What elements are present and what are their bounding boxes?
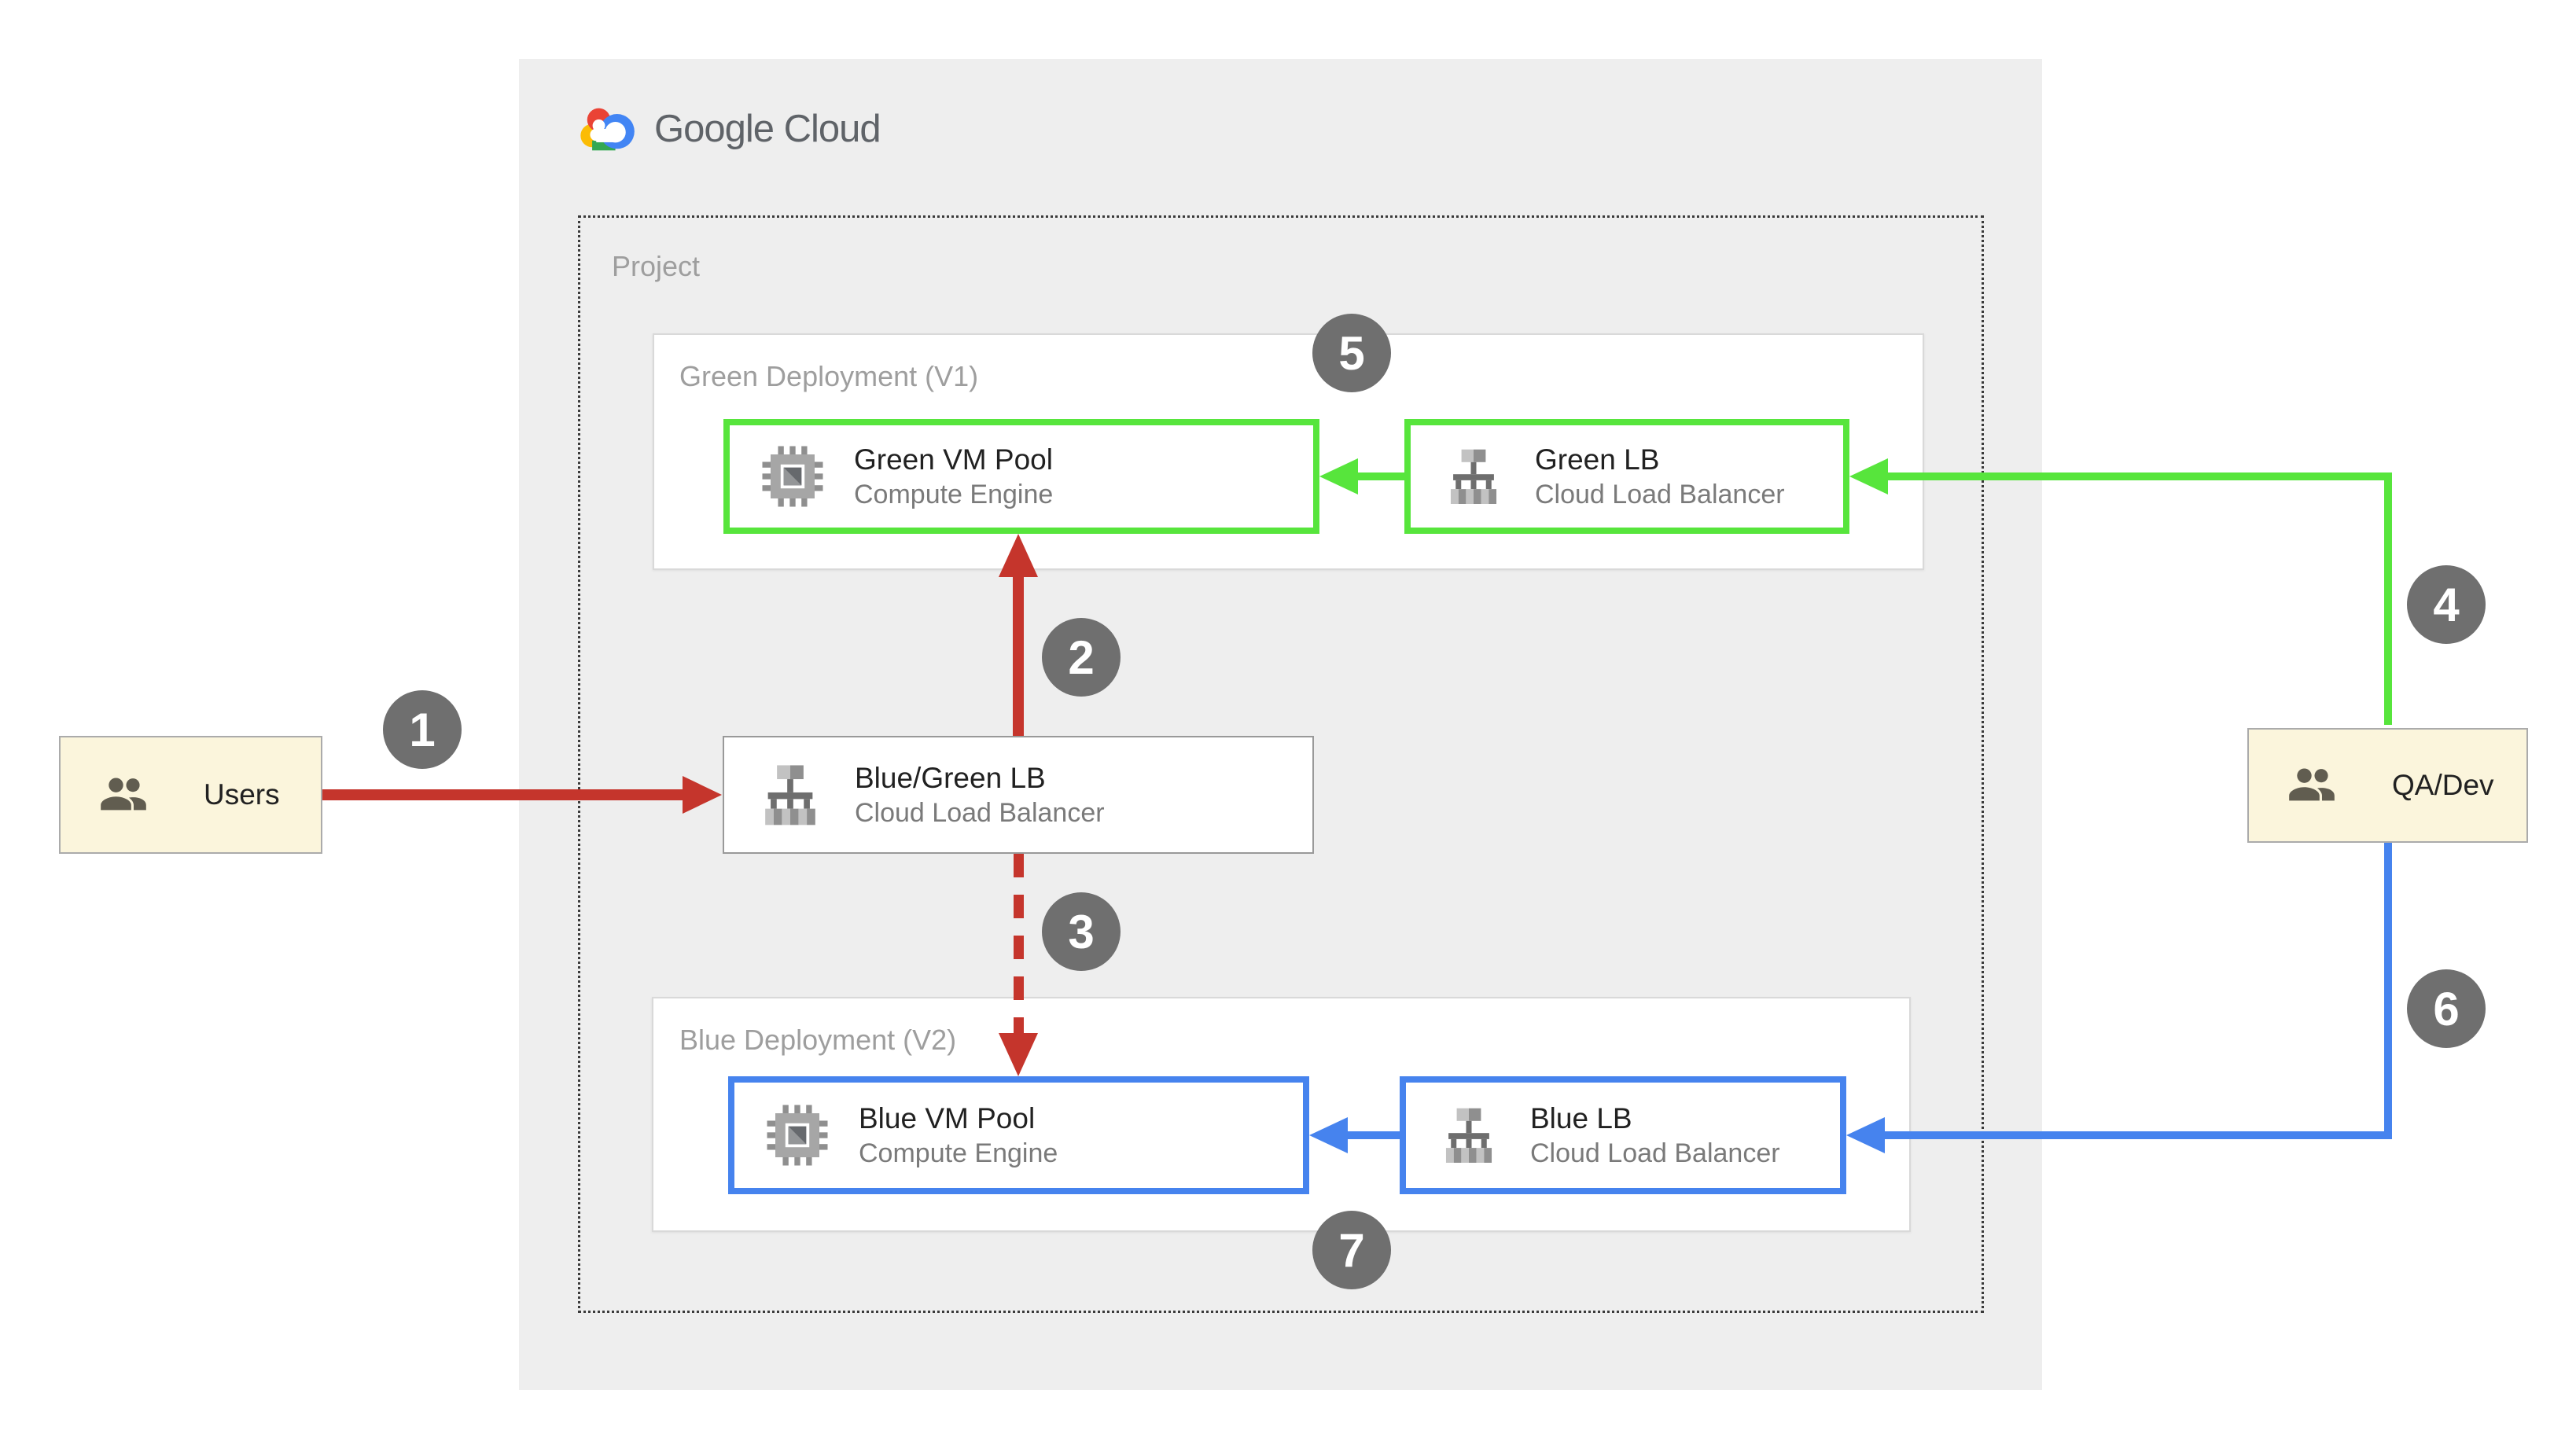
step-badge-1: 1 <box>383 690 462 769</box>
arrow-qadev-to-blue-lb-head <box>1846 1117 1885 1153</box>
blue-deployment-label: Blue Deployment (V2) <box>679 1024 957 1056</box>
arrow-green-lb-to-green-vm-line <box>1356 472 1404 480</box>
google-cloud-cloud-icon <box>576 104 637 154</box>
step-badge-7: 7 <box>1312 1211 1391 1289</box>
green-vm-pool-node: Green VM Pool Compute Engine <box>723 419 1319 534</box>
green-vm-pool-title: Green VM Pool <box>854 443 1053 476</box>
arrow-router-to-green-vm-line <box>1013 574 1024 736</box>
users-label: Users <box>204 778 280 811</box>
arrow-qadev-to-green-lb-horizontal <box>1886 472 2392 480</box>
step-badge-5: 5 <box>1312 314 1391 392</box>
green-vm-pool-subtitle: Compute Engine <box>854 479 1054 509</box>
step-badge-4: 4 <box>2407 565 2486 644</box>
arrow-router-to-blue-vm-line <box>1014 854 1024 1036</box>
qa-dev-actor-box: QA/Dev <box>2247 728 2528 843</box>
project-boundary <box>578 215 1984 1313</box>
blue-green-lb-subtitle: Cloud Load Balancer <box>855 797 1105 828</box>
green-lb-title: Green LB <box>1535 443 1660 476</box>
google-cloud-wordmark: Google Cloud <box>654 108 881 150</box>
arrow-router-to-blue-vm-head <box>999 1033 1038 1076</box>
arrow-qadev-to-green-lb-head <box>1849 458 1888 495</box>
blue-vm-pool-title: Blue VM Pool <box>859 1101 1036 1134</box>
arrow-blue-lb-to-blue-vm-line <box>1347 1131 1400 1139</box>
blue-vm-pool-node: Blue VM Pool Compute Engine <box>728 1076 1309 1194</box>
load-balancer-icon <box>754 759 826 831</box>
arrow-users-to-router-line <box>322 789 686 800</box>
load-balancer-icon <box>1441 443 1507 509</box>
compute-engine-icon <box>764 1102 830 1168</box>
project-label: Project <box>612 250 701 282</box>
google-cloud-logo: Google Cloud <box>576 104 881 154</box>
blue-vm-pool-subtitle: Compute Engine <box>859 1138 1058 1168</box>
blue-lb-node: Blue LB Cloud Load Balancer <box>1400 1076 1846 1194</box>
load-balancer-icon <box>1436 1102 1502 1168</box>
blue-lb-subtitle: Cloud Load Balancer <box>1530 1138 1780 1168</box>
arrow-qadev-to-green-lb-vertical <box>2384 472 2392 725</box>
people-icon <box>2282 756 2342 815</box>
arrow-qadev-to-blue-lb-horizontal <box>1884 1131 2392 1139</box>
step-badge-6: 6 <box>2407 969 2486 1048</box>
green-lb-subtitle: Cloud Load Balancer <box>1535 479 1785 509</box>
arrow-green-lb-to-green-vm-head <box>1319 458 1358 495</box>
qa-dev-label: QA/Dev <box>2392 769 2494 801</box>
green-deployment-label: Green Deployment (V1) <box>679 360 979 392</box>
green-lb-node: Green LB Cloud Load Balancer <box>1404 419 1849 534</box>
arrow-blue-lb-to-blue-vm-head <box>1309 1117 1348 1153</box>
blue-lb-title: Blue LB <box>1530 1101 1632 1134</box>
arrow-users-to-router-head <box>683 776 722 814</box>
step-badge-2: 2 <box>1042 618 1121 697</box>
blue-green-lb-title: Blue/Green LB <box>855 761 1046 794</box>
blue-green-lb-node: Blue/Green LB Cloud Load Balancer <box>723 736 1314 854</box>
step-badge-3: 3 <box>1042 892 1121 971</box>
people-icon <box>94 765 153 825</box>
arrow-router-to-green-vm-head <box>999 534 1038 577</box>
arrow-qadev-to-blue-lb-vertical <box>2384 843 2392 1139</box>
users-actor-box: Users <box>59 736 322 854</box>
compute-engine-icon <box>760 443 826 509</box>
